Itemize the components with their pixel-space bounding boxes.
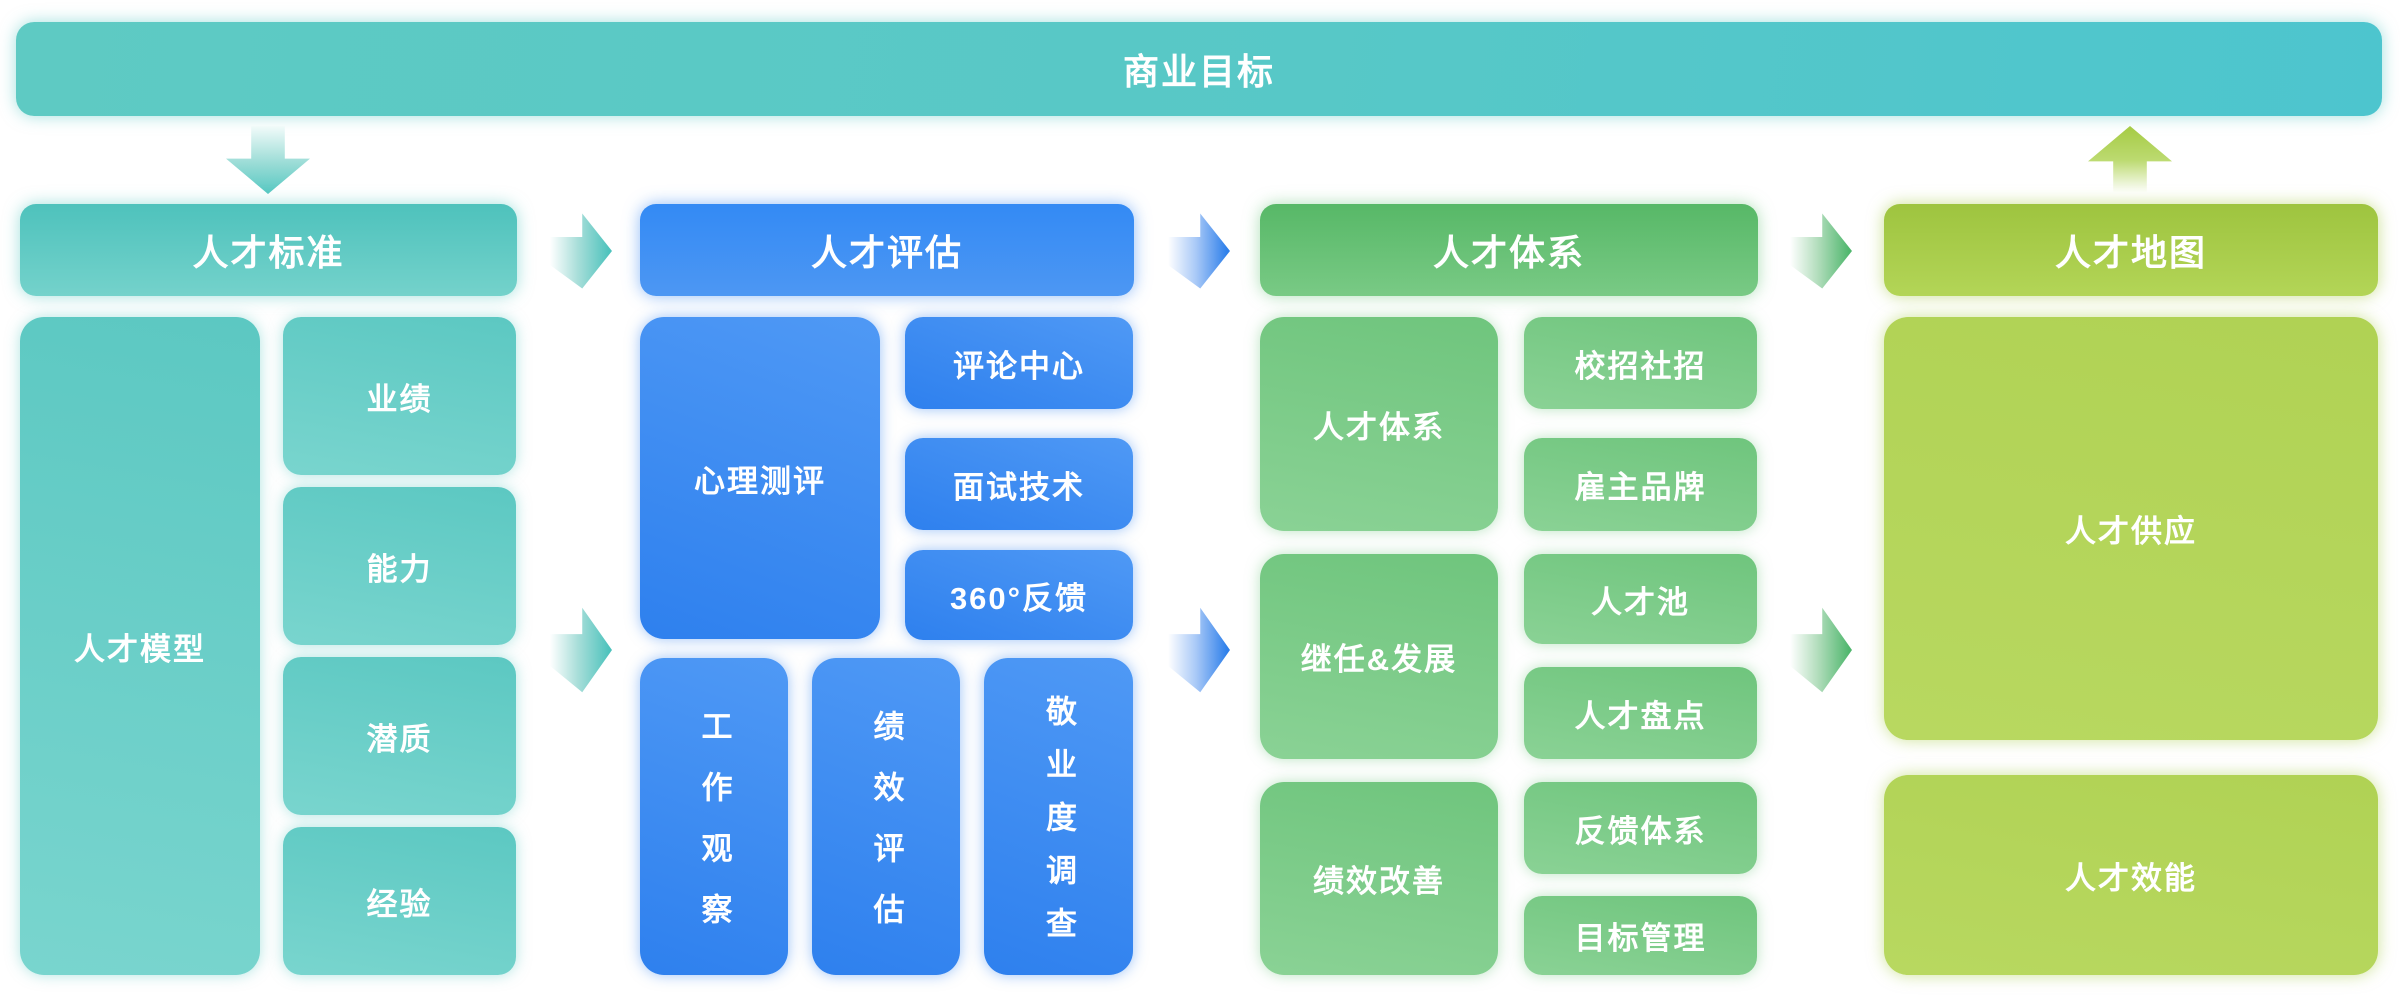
box-engagement-survey: 敬业度调查 xyxy=(984,658,1133,975)
arrow-right-model-to-assessment-icon xyxy=(550,607,612,693)
box-ability: 能力 xyxy=(283,487,516,645)
box-360-feedback: 360°反馈 xyxy=(905,550,1133,640)
box-succession-development: 继任&发展 xyxy=(1260,554,1498,759)
box-feedback-system: 反馈体系 xyxy=(1524,782,1757,874)
arrow-right-assessment-to-development-icon xyxy=(1168,607,1230,693)
box-goal-management: 目标管理 xyxy=(1524,896,1757,975)
box-potential: 潜质 xyxy=(283,657,516,815)
work-observation-label: 工作观察 xyxy=(696,709,732,954)
arrow-right-system-to-map-icon xyxy=(1790,213,1852,289)
box-talent-review: 人才盘点 xyxy=(1524,667,1757,759)
box-psychological-test: 心理测评 xyxy=(640,317,880,639)
business-goal-banner: 商业目标 xyxy=(16,22,2382,116)
header-talent-assessment: 人才评估 xyxy=(640,204,1134,296)
box-performance-evaluation: 绩效评估 xyxy=(812,658,960,975)
box-employer-brand: 雇主品牌 xyxy=(1524,438,1757,531)
header-talent-standard: 人才标准 xyxy=(20,204,517,296)
box-talent-system: 人才体系 xyxy=(1260,317,1498,531)
engagement-survey-label: 敬业度调查 xyxy=(1041,695,1076,960)
box-work-observation: 工作观察 xyxy=(640,658,788,975)
arrow-right-development-to-supply-icon xyxy=(1790,607,1852,693)
arrow-right-standard-to-assessment-icon xyxy=(550,213,612,289)
box-talent-pool: 人才池 xyxy=(1524,554,1757,644)
header-talent-map: 人才地图 xyxy=(1884,204,2378,296)
arrow-up-icon xyxy=(2088,126,2172,194)
header-talent-system: 人才体系 xyxy=(1260,204,1758,296)
box-talent-supply: 人才供应 xyxy=(1884,317,2378,740)
arrow-right-assessment-to-system-icon xyxy=(1168,213,1230,289)
performance-evaluation-label: 绩效评估 xyxy=(868,709,904,954)
box-talent-effectiveness: 人才效能 xyxy=(1884,775,2378,975)
box-review-center: 评论中心 xyxy=(905,317,1133,409)
box-performance: 业绩 xyxy=(283,317,516,475)
box-interview-technique: 面试技术 xyxy=(905,438,1133,530)
box-performance-improvement: 绩效改善 xyxy=(1260,782,1498,975)
box-experience: 经验 xyxy=(283,827,516,975)
box-talent-model: 人才模型 xyxy=(20,317,260,975)
box-campus-social-recruiting: 校招社招 xyxy=(1524,317,1757,409)
arrow-down-icon xyxy=(226,126,310,194)
